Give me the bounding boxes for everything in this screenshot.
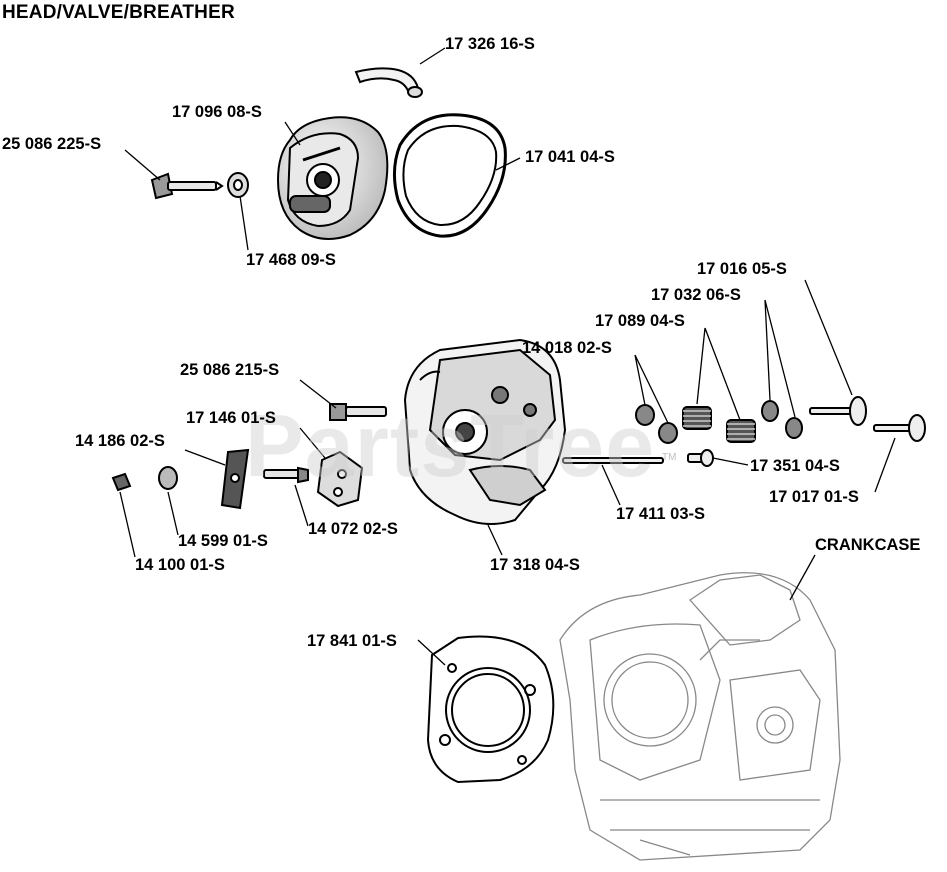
- watermark-trademark: TM: [662, 452, 677, 463]
- valve-cover-gasket: [393, 113, 507, 238]
- label-intake-valve: 17 017 01-S: [769, 488, 859, 506]
- label-rocker-guide: 17 146 01-S: [186, 409, 276, 427]
- label-rocker-stud: 25 086 215-S: [180, 361, 280, 379]
- cylinder-head: [403, 338, 567, 525]
- valve-spring-1: [682, 406, 712, 430]
- label-cover-gasket: 17 041 04-S: [525, 148, 615, 166]
- rocker-nut: [111, 472, 132, 492]
- push-rod: [562, 457, 664, 464]
- crankcase: [559, 572, 841, 861]
- label-head-gasket: 17 841 01-S: [307, 632, 397, 650]
- valve-cover: [276, 116, 389, 240]
- intake-valve: [873, 414, 926, 442]
- head-gasket: [426, 635, 555, 784]
- label-valve-spring: 17 089 04-S: [595, 312, 685, 330]
- label-rocker-arm: 14 186 02-S: [75, 432, 165, 450]
- label-spring-retainer: 17 032 06-S: [651, 286, 741, 304]
- push-rod-guide: [687, 449, 714, 467]
- label-guide-plate: 14 072 02-S: [308, 520, 398, 538]
- label-valve-keeper: 14 018 02-S: [522, 339, 612, 357]
- label-cylinder-head: 17 318 04-S: [490, 556, 580, 574]
- label-cover-bolt: 25 086 225-S: [2, 135, 102, 153]
- push-rod-guide-plate: [316, 450, 364, 508]
- cover-bolt: [150, 172, 224, 200]
- breather-hose: [354, 67, 423, 98]
- label-rocker-pivot: 14 599 01-S: [178, 532, 268, 550]
- rocker-pivot: [158, 466, 178, 490]
- label-valve-cover: 17 096 08-S: [172, 103, 262, 121]
- label-exhaust-valve: 17 016 05-S: [697, 260, 787, 278]
- rocker-arm: [220, 448, 250, 510]
- valve-components: [562, 396, 926, 467]
- valve-spring-2: [726, 419, 756, 443]
- label-breather-hose: 17 326 16-S: [445, 35, 535, 53]
- cover-washer: [227, 172, 249, 198]
- label-rocker-nut: 14 100 01-S: [135, 556, 225, 574]
- label-push-rod-guide: 17 351 04-S: [750, 457, 840, 475]
- rocker-stud: [329, 403, 387, 421]
- watermark: PartsTree: [245, 396, 656, 495]
- label-cover-washer: 17 468 09-S: [246, 251, 336, 269]
- exhaust-valve: [809, 396, 867, 426]
- diagram-title: HEAD/VALVE/BREATHER: [2, 2, 235, 23]
- leader-lines: [119, 47, 896, 666]
- label-crankcase: CRANKCASE: [815, 536, 921, 554]
- rocker-hardware: [111, 403, 387, 510]
- label-push-rod: 17 411 03-S: [616, 505, 705, 523]
- guide-plate-bolt: [263, 466, 309, 484]
